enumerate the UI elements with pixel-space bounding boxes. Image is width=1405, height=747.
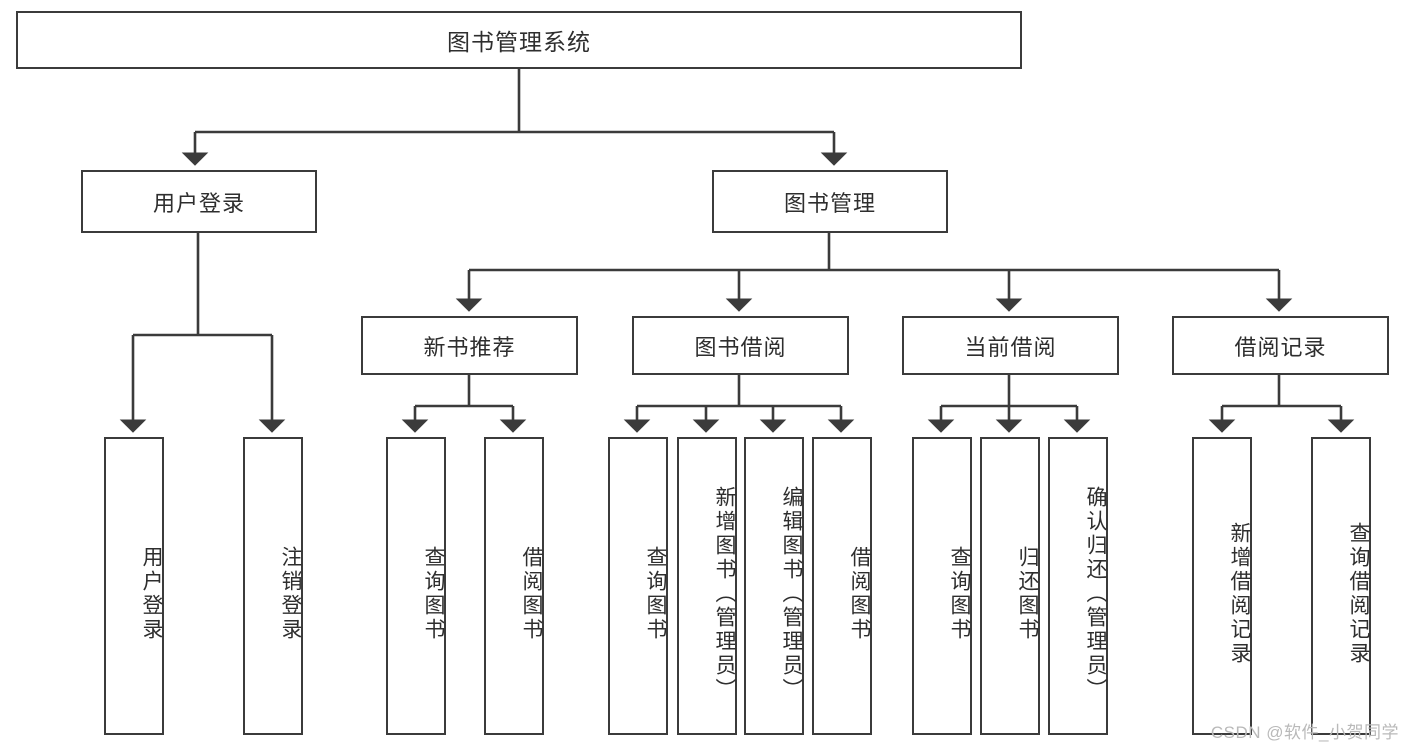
watermark: CSDN @软件_小贺同学	[1210, 723, 1399, 742]
node-borrow-records[interactable]: 借阅记录	[1172, 316, 1389, 375]
node-current-borrow[interactable]: 当前借阅	[902, 316, 1119, 375]
leaf-query-book[interactable]: 查询图书	[608, 437, 668, 735]
node-new-book-recommend[interactable]: 新书推荐	[361, 316, 578, 375]
leaf-logout[interactable]: 注销登录	[243, 437, 303, 735]
leaf-borrow-book[interactable]: 借阅图书	[812, 437, 872, 735]
node-root-system[interactable]: 图书管理系统	[16, 11, 1022, 69]
leaf-add-borrow-record[interactable]: 新增借阅记录	[1192, 437, 1252, 735]
leaf-add-book-admin[interactable]: 新增图书（管理员）	[677, 437, 737, 735]
leaf-borrow-book-recommend[interactable]: 借阅图书	[484, 437, 544, 735]
node-book-management[interactable]: 图书管理	[712, 170, 948, 233]
leaf-return-book[interactable]: 归还图书	[980, 437, 1040, 735]
leaf-query-borrow-record[interactable]: 查询借阅记录	[1311, 437, 1371, 735]
leaf-query-book-recommend[interactable]: 查询图书	[386, 437, 446, 735]
leaf-query-book-current[interactable]: 查询图书	[912, 437, 972, 735]
node-user-login[interactable]: 用户登录	[81, 170, 317, 233]
node-book-borrow[interactable]: 图书借阅	[632, 316, 849, 375]
leaf-user-login[interactable]: 用户登录	[104, 437, 164, 735]
leaf-edit-book-admin[interactable]: 编辑图书（管理员）	[744, 437, 804, 735]
leaf-confirm-return-admin[interactable]: 确认归还（管理员）	[1048, 437, 1108, 735]
